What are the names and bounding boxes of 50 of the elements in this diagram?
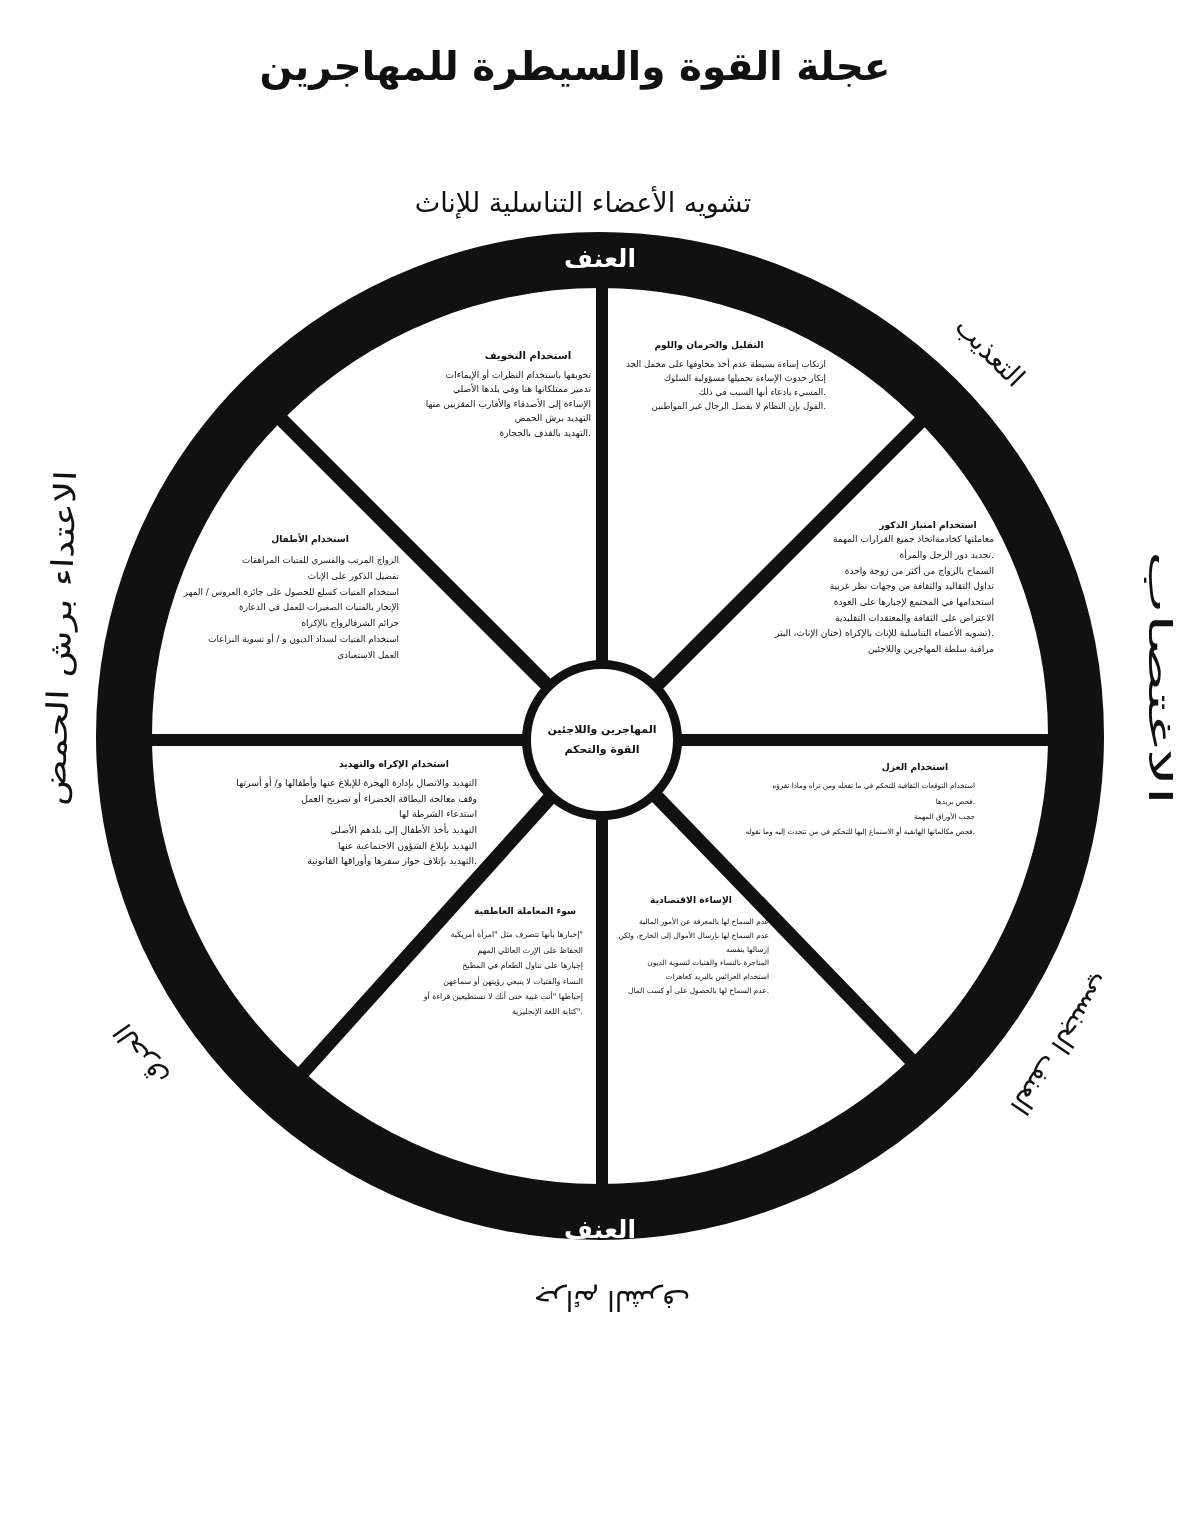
section-text: .القول بإن النظام لا يفضل الرجال غير المواطنين [651,400,826,413]
outer-label: التعذيب [948,310,1032,394]
section-text: تداول التقاليد والثقافة من وجهات نظر غربية [829,580,994,594]
outer-label: العنف الجنسي [1003,968,1122,1122]
section-text: الاعتراض على الثقافة والمعتقدات التقليدية [835,611,994,625]
section-text: .المسيء بادعاء أنها السبب في ذلك [698,385,826,399]
section-text: الإتجار بالفتيات الصغيرات للعمل في الدعارة [239,601,399,615]
outer-label: الاعتداء برش الحمض [35,469,85,807]
section-heading: استخدام الأطفال [271,532,349,547]
outer-label: الاغتصاب [1140,550,1180,806]
section-heading: استخدام العزل [881,760,949,775]
section-text: التهديد والاتصال بإدارة الهجرة للإبلاغ عنها وأطفالها و/ أو أسرتها [236,775,477,791]
section-text: الزواج المرتب والقسري للفتيات المراهقات [242,554,399,568]
section-text: السماح بالزواج من أكثر من زوجة واحدة [844,564,994,578]
section-text: التهديد بأخذ الأطفال إلى بلدهم الأصلي [330,822,477,837]
section-heading: الإساءة الاقتصادية [650,893,732,907]
section-text: جرائم الشرفالزواج بالإكراه [301,617,399,631]
section-text: مراقبة سلطة المهاجرين واللاجئين [867,643,994,657]
section-text: استخدام الفتيات كسلع للحصول على جائزة العروس / المهر [183,585,399,599]
rim-label: العنف [564,1215,636,1245]
outer-label: تشويه الأعضاء التناسلية للإناث [414,186,752,220]
outer-label: جرائم الشرف [534,1283,690,1317]
section-text: .(تشويه الأعضاء التناسلية للإناث بالإكراه (ختان الإناث، البتر [774,626,994,641]
section-text: الإساءة إلى الأصدقاء والأقارب المقربين منها [425,397,591,412]
section-text: إنكار حدوث الإساءة تحميلها مسؤولية السلوك [663,372,826,385]
section-text: ارتكاب إساءة بسيطة عدم أخذ مخاوفها على محمل الجد [625,357,826,371]
outer-label: الحرق [106,1017,174,1093]
section-text: استخدامها في المجتمع لإجبارها على العودة [833,595,994,609]
section-text: استخدام الفتيات لسداد الديون و / أو تسوية النزاعات [208,632,399,647]
section-text: تخويفها باستخدام النظرات أو الإيماءات [445,368,591,382]
section-text: .التهديد بإتلاف جواز سفرها وأوراقها القانونية [307,853,477,869]
section-text: استدعاء الشرطة لها [399,807,477,822]
wheel-rim [96,232,1104,1240]
rim-label: العنف [564,244,636,274]
section-text: العمل الاستعبادي [337,648,399,662]
section-text: .تحديد دور الرجل والمرأة [899,548,994,562]
title: عجلة القوة والسيطرة للمهاجرين [259,43,891,92]
section-heading: استخدام التخويف [484,349,572,364]
section-heading: استخدام امتياز الذكور [879,518,977,533]
hub-label: المهاجرين واللاجئين القوة والتحكم [546,722,658,758]
section-text: تدمير ممتلكاتها هنا وفي بلدها الأصلي [452,382,591,397]
section-text: معاملتها كخادمةاتخاذ جميع القرارات المهمة [832,533,994,547]
section-heading: التقليل والحرمان واللوم [654,338,764,353]
section-text: .التهديد بالقذف بالحجارة [499,426,591,440]
section-heading: استخدام الإكراه والتهديد [339,757,449,772]
section-heading: سوء المعاملة العاطفية [473,904,577,919]
section-text: التهديد برش الحمض [514,412,591,426]
section-text: وقف معالجة البطاقة الخضراء أو تصريح العمل [301,791,477,806]
section-text: التهديد بإبلاغ الشؤون الاجتماعية عنها [337,838,477,853]
section-text: تفضيل الذكور على الإناث [307,569,399,583]
